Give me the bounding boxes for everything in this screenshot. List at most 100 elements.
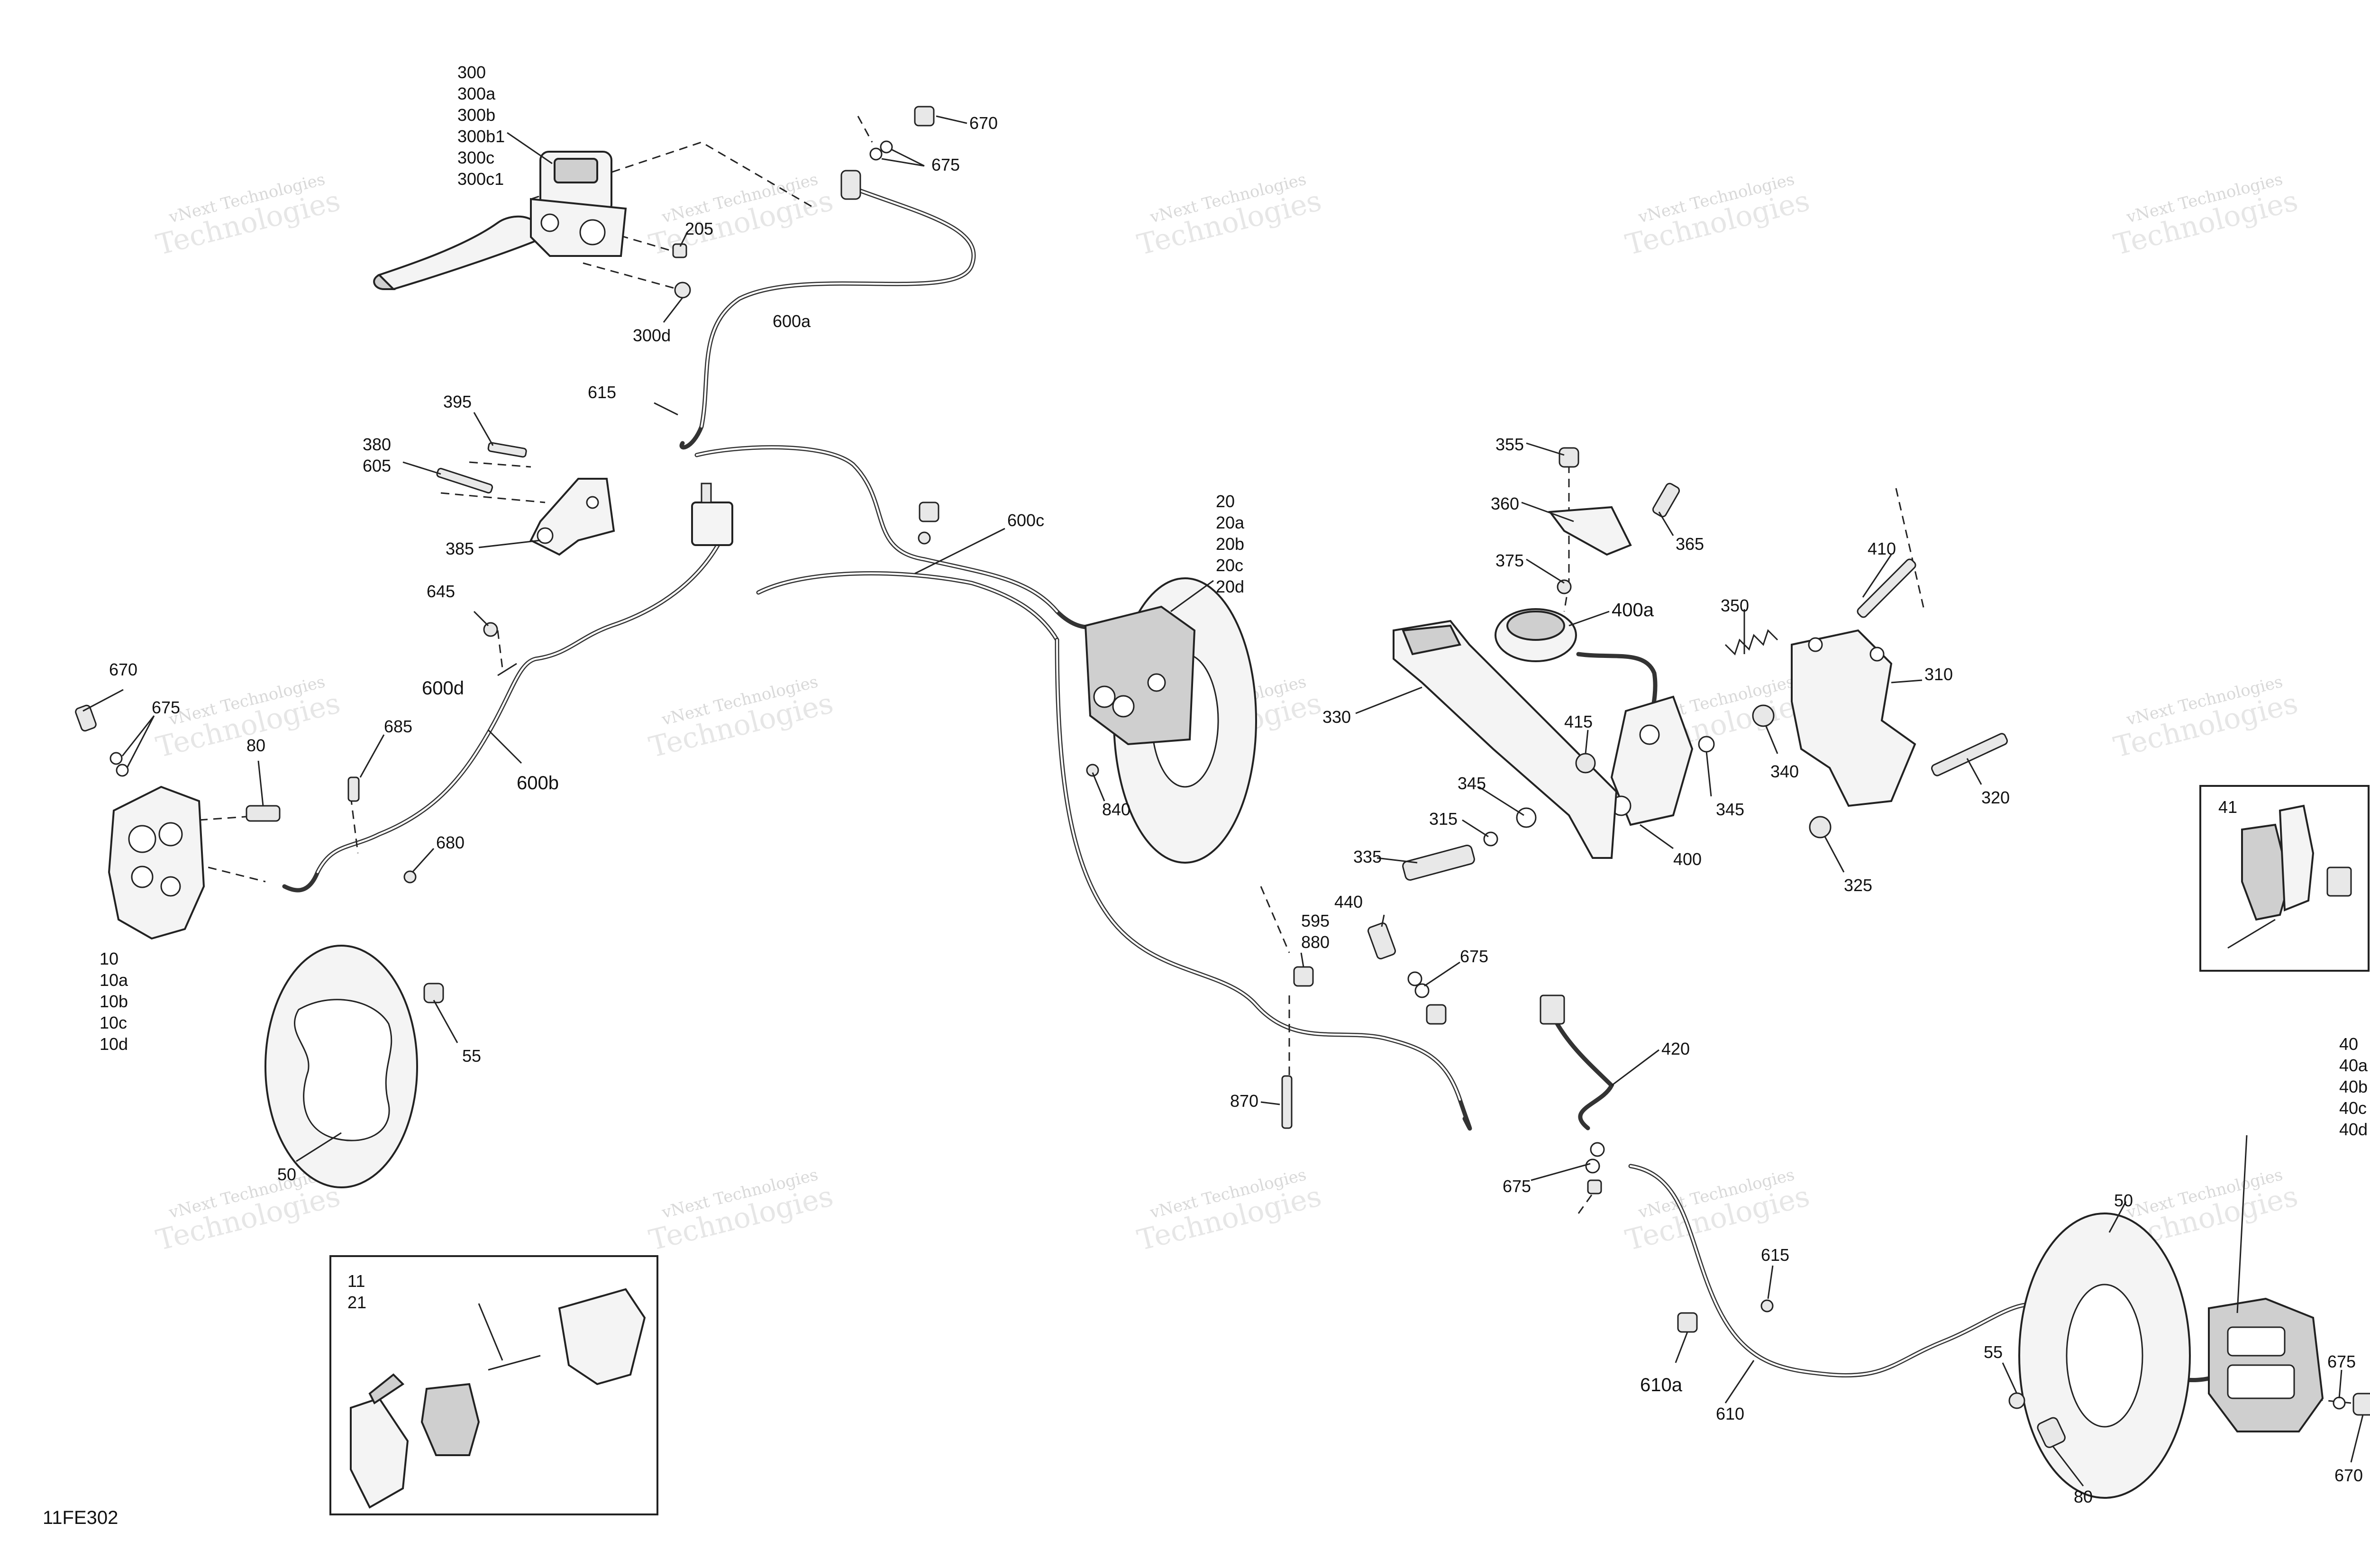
callout-670: 670 xyxy=(969,113,998,133)
callout-400a: 400a xyxy=(1612,600,1654,620)
bracket-360 xyxy=(1548,506,1632,556)
sensor-420 xyxy=(1540,994,1565,1025)
callout-300b1: 300b1 xyxy=(457,127,505,146)
callout-300b: 300b xyxy=(457,105,495,125)
bolt-615-right xyxy=(1760,1299,1774,1313)
nut-325 xyxy=(1809,816,1832,839)
diagram-code: 11FE302 xyxy=(43,1507,118,1528)
fitting-595 xyxy=(1293,966,1314,987)
callout-360: 360 xyxy=(1491,494,1519,513)
callout-325: 325 xyxy=(1844,875,1872,895)
switch-440 xyxy=(1367,922,1447,1025)
callout-880: 880 xyxy=(1301,932,1330,952)
callout-50-left: 50 xyxy=(277,1165,296,1184)
clip-680 xyxy=(403,870,417,884)
distributor-block xyxy=(691,483,733,546)
callout-350: 350 xyxy=(1721,596,1749,615)
callout-610a: 610a xyxy=(1640,1375,1683,1395)
left-caliper xyxy=(108,785,205,940)
callout-615-right: 615 xyxy=(1761,1245,1789,1265)
callout-20: 20 xyxy=(1216,492,1235,511)
callout-600d: 600d xyxy=(422,678,464,699)
callout-20b: 20b xyxy=(1216,534,1244,554)
callout-41: 41 xyxy=(2218,797,2237,817)
callout-675-right: 675 xyxy=(1503,1176,1531,1196)
pin-335 xyxy=(1402,845,1475,881)
nut-415 xyxy=(1575,753,1596,774)
bolt-355 xyxy=(1559,447,1579,468)
callout-440: 440 xyxy=(1334,892,1363,912)
callout-320: 320 xyxy=(1981,788,2010,807)
left-brake-disc xyxy=(264,945,418,1188)
callout-labels: 300 300a 300b 300b1 300c 300c1 205 300d … xyxy=(100,63,2368,1506)
pin-870 xyxy=(1281,1075,1293,1129)
bolt-80-left xyxy=(246,805,281,822)
callout-605: 605 xyxy=(363,456,391,475)
callout-365: 365 xyxy=(1676,534,1704,554)
callout-675: 675 xyxy=(931,155,960,174)
callout-20d: 20d xyxy=(1216,577,1244,596)
leader-lines xyxy=(82,115,2364,1486)
bolt-395 xyxy=(487,442,527,458)
callout-40b: 40b xyxy=(2339,1077,2368,1096)
rear-pads-box xyxy=(2199,785,2370,972)
callout-670-left: 670 xyxy=(109,660,137,679)
callout-610: 610 xyxy=(1716,1404,1744,1423)
rear-brake-disc xyxy=(2018,1212,2191,1499)
callout-300c1: 300c1 xyxy=(457,169,504,189)
callout-345-right: 345 xyxy=(1716,800,1744,819)
top-fittings xyxy=(840,106,935,200)
callout-400: 400 xyxy=(1673,849,1702,869)
front-pads-box xyxy=(329,1255,658,1515)
callout-310: 310 xyxy=(1924,665,1953,684)
clip-fitting xyxy=(918,501,939,545)
bracket-385 xyxy=(529,478,615,556)
bolt-55-left xyxy=(423,983,444,1003)
rear-caliper xyxy=(2208,1297,2324,1432)
callout-645: 645 xyxy=(427,582,455,601)
brake-lines xyxy=(282,185,2225,1383)
bushing-340 xyxy=(1752,704,1775,727)
callout-340: 340 xyxy=(1770,762,1799,781)
bolt-380 xyxy=(436,468,493,494)
brake-pedal-330 xyxy=(1393,620,1618,859)
callout-600c: 600c xyxy=(1007,511,1044,530)
callout-10: 10 xyxy=(100,949,118,968)
callout-380: 380 xyxy=(363,435,391,454)
callout-375: 375 xyxy=(1495,551,1524,570)
callout-40c: 40c xyxy=(2339,1098,2367,1118)
callout-10d: 10d xyxy=(100,1034,128,1054)
bolt-670-left xyxy=(75,704,129,777)
bleeder-840 xyxy=(1086,764,1099,777)
callout-420: 420 xyxy=(1661,1039,1690,1058)
bolt-320 xyxy=(1931,733,2008,776)
callout-315: 315 xyxy=(1429,809,1458,829)
brake-line-600c xyxy=(694,445,1107,630)
callout-40: 40 xyxy=(2339,1034,2358,1054)
callout-595: 595 xyxy=(1301,911,1330,930)
callout-410: 410 xyxy=(1868,539,1896,558)
callout-335: 335 xyxy=(1353,847,1382,866)
nut-375 xyxy=(1557,579,1572,594)
callout-20a: 20a xyxy=(1216,513,1245,532)
bolt-365 xyxy=(1652,483,1680,518)
callout-600a: 600a xyxy=(773,311,811,331)
bolt-205 xyxy=(672,243,687,258)
clip-645 xyxy=(483,622,498,637)
callout-10b: 10b xyxy=(100,992,128,1011)
callout-10c: 10c xyxy=(100,1013,127,1032)
bolt-55-right xyxy=(2008,1392,2025,1409)
callout-385: 385 xyxy=(446,539,474,558)
callout-21: 21 xyxy=(347,1293,366,1312)
front-master-cylinder xyxy=(373,151,627,291)
bolt-80-right xyxy=(2037,1417,2066,1448)
front-caliper xyxy=(1084,577,1257,864)
callout-670-right: 670 xyxy=(2334,1466,2363,1485)
callout-675-left: 675 xyxy=(152,698,180,717)
callout-685: 685 xyxy=(384,717,412,736)
callout-40d: 40d xyxy=(2339,1120,2368,1139)
callout-675-far: 675 xyxy=(2327,1352,2356,1371)
callout-300a: 300a xyxy=(457,84,496,103)
brake-line-600b xyxy=(282,529,728,893)
